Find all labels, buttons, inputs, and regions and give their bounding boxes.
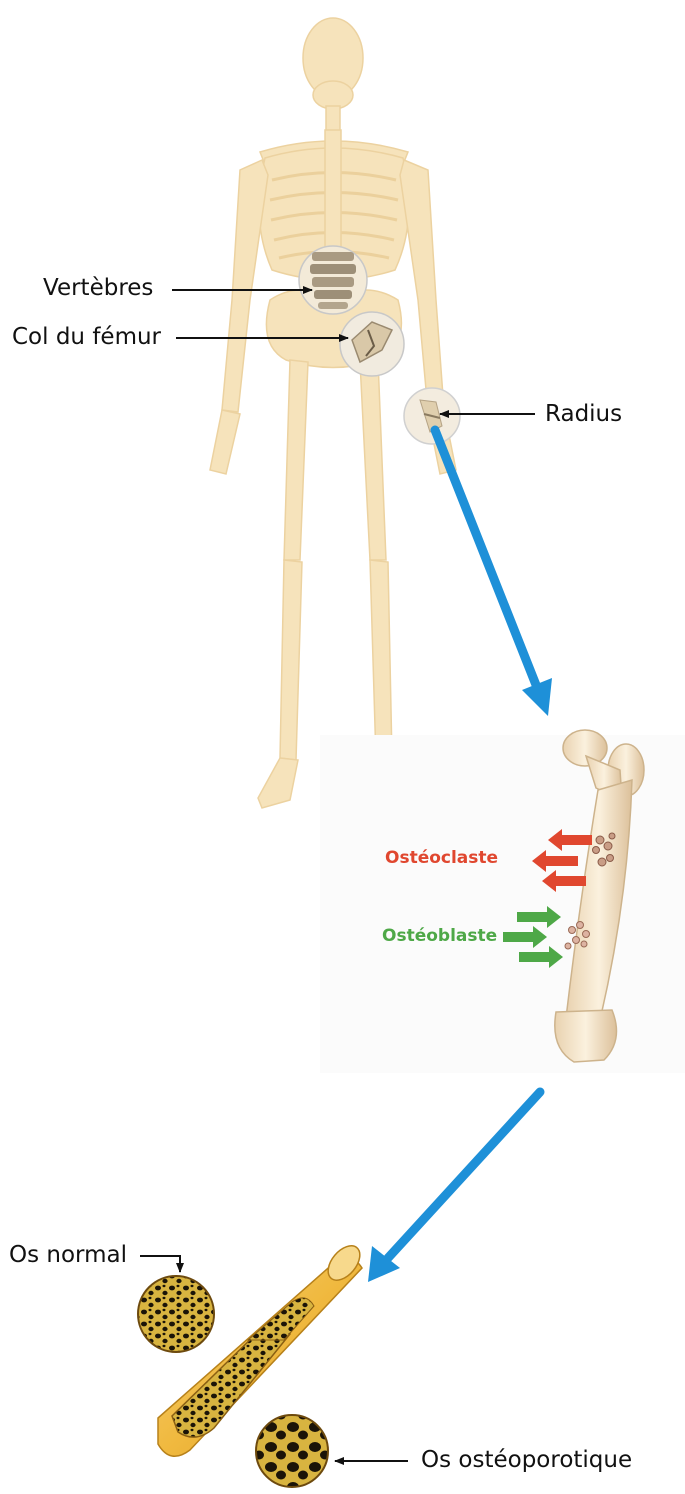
femur-illustration (320, 730, 685, 1073)
femur-neck-zoom (340, 312, 404, 376)
osteoporotic-bone-sample (256, 1415, 328, 1487)
label-normal-bone: Os normal (9, 1241, 127, 1269)
normal-bone-sample (138, 1276, 214, 1352)
flow-arrow-femur-to-bone (368, 1092, 540, 1282)
label-osteoclast: Ostéoclaste (385, 847, 498, 869)
label-osteoporotic-bone: Os ostéoporotique (421, 1446, 632, 1474)
label-vertebrae: Vertèbres (43, 274, 153, 302)
label-radius: Radius (545, 400, 622, 428)
radius-zoom (404, 388, 460, 444)
vertebrae-zoom (299, 246, 367, 314)
label-femur-neck: Col du fémur (12, 323, 161, 351)
flow-arrow-radius-to-femur (435, 430, 552, 716)
label-osteoblast: Ostéoblaste (382, 925, 497, 947)
